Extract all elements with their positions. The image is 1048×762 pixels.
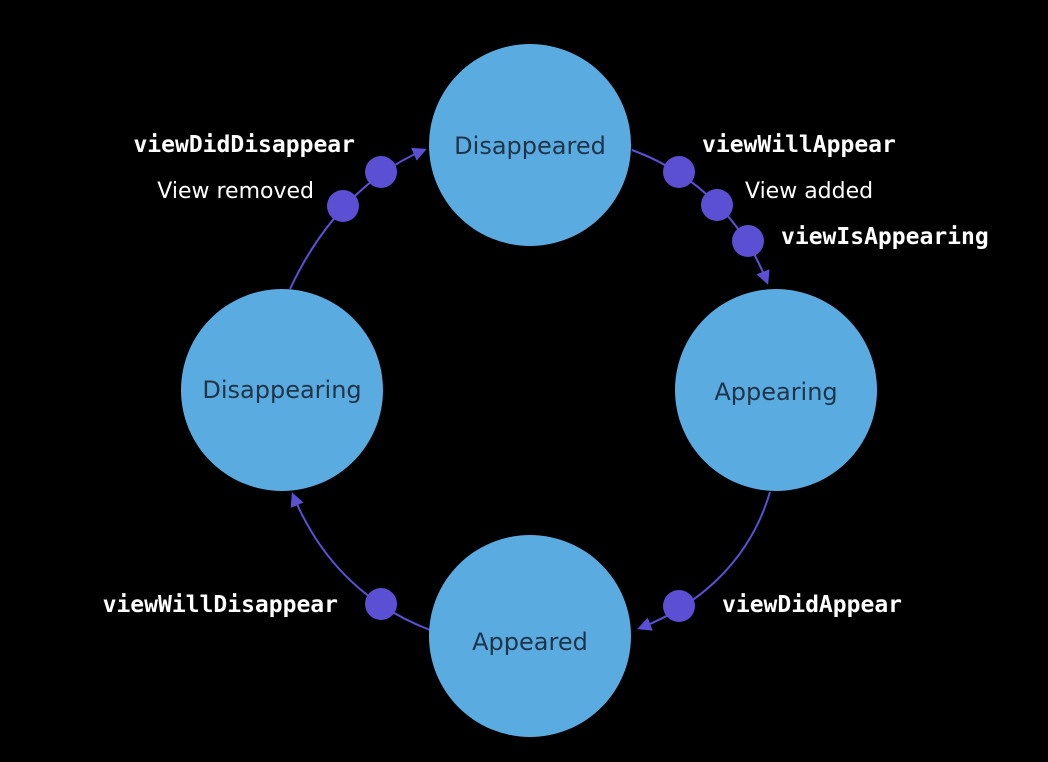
state-disappearing: Disappearing [181,289,383,491]
state-appearing-circle [675,289,877,491]
method-view-did-appear: viewDidAppear [722,592,902,618]
state-appearing: Appearing [675,289,877,491]
arrow-disappearing-to-disappeared [289,147,427,290]
event-dot-view-did-appear [663,590,695,622]
state-appeared: Appeared [429,535,631,737]
state-appearing-label: Appearing [714,378,837,406]
state-appeared-label: Appeared [472,628,588,656]
state-disappeared-label: Disappeared [454,132,606,160]
state-disappeared: Disappeared [429,44,631,246]
event-dot-view-will-appear [663,156,695,188]
event-dot-view-did-disappear [365,156,397,188]
event-dot-view-will-disappear [365,588,397,620]
arrow-appeared-to-disappearing [290,492,431,631]
state-appeared-circle [429,535,631,737]
method-view-did-disappear: viewDidDisappear [133,132,355,158]
state-disappearing-label: Disappearing [202,376,361,404]
arrow-disappeared-to-appearing [631,149,770,285]
event-dot-view-removed [327,190,359,222]
note-view-added: View added [745,179,873,204]
state-disappeared-circle [429,44,631,246]
method-view-will-appear: viewWillAppear [702,132,896,158]
state-disappearing-circle [181,289,383,491]
event-dot-view-added [701,189,733,221]
method-view-is-appearing: viewIsAppearing [781,224,989,250]
note-view-removed: View removed [157,179,314,204]
event-dot-view-is-appearing [732,225,764,257]
method-view-will-disappear: viewWillDisappear [103,592,338,618]
arrow-appearing-to-appeared [637,491,771,631]
